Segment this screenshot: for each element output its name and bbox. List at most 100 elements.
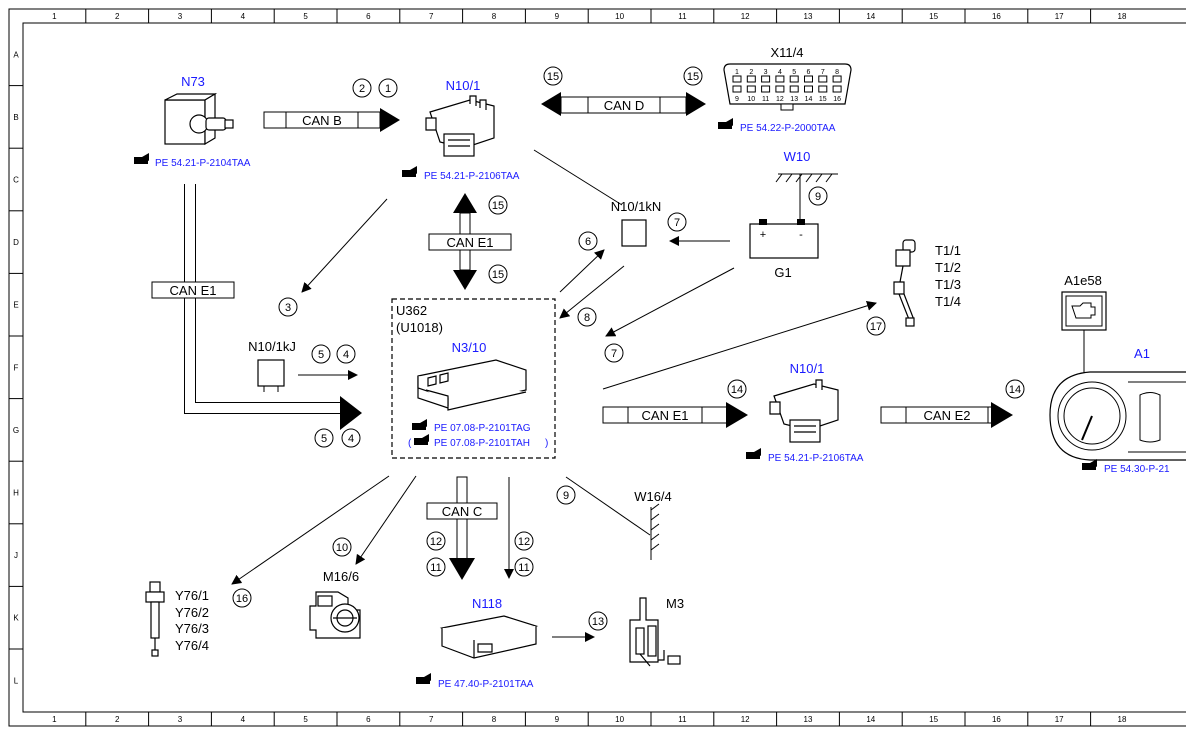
connector-pin-number: 1 — [735, 69, 739, 76]
ruler-column-label: 9 — [555, 12, 560, 21]
svg-text:11: 11 — [518, 562, 529, 574]
ruler-column-label: 18 — [1118, 715, 1127, 724]
connector-pin — [804, 75, 813, 83]
svg-text:10: 10 — [336, 542, 348, 554]
n118-label: N118 — [472, 596, 502, 611]
n10-1kn-relay: N10/1kN — [611, 199, 662, 247]
svg-text:Y76/1: Y76/1 — [175, 588, 209, 603]
w10-ground: W10 — [775, 149, 838, 222]
marker: 16 — [232, 588, 252, 608]
can-c-label: CAN C — [442, 504, 482, 519]
marker: 15 — [488, 264, 508, 284]
marker: 11 — [514, 557, 534, 577]
ruler-column-label: 2 — [115, 12, 120, 21]
control-unit-icon — [439, 615, 539, 659]
marker: 12 — [514, 531, 534, 551]
ecu-icon — [417, 359, 527, 411]
marker: 3 — [278, 297, 298, 317]
svg-text:5: 5 — [321, 433, 327, 445]
ruler-row-label: L — [14, 676, 19, 685]
n10-1kj-label: N10/1kJ — [248, 339, 296, 354]
svg-text:14: 14 — [731, 384, 743, 396]
drawing-frame — [8, 8, 1186, 727]
ruler-column-label: 13 — [804, 715, 813, 724]
ruler-column-label: 16 — [992, 715, 1001, 724]
ruler-column-label: 4 — [241, 715, 246, 724]
ruler-column-label: 2 — [115, 715, 120, 724]
n10-1-top-reference: PE 54.21-P-2106TAA — [424, 171, 520, 182]
ruler-row-label: F — [14, 363, 19, 372]
ruler-column-label: 12 — [741, 715, 750, 724]
ref-book-icon — [414, 434, 429, 445]
sam-module-icon — [425, 95, 495, 157]
marker: 9 — [808, 186, 828, 206]
ruler-column-label: 3 — [178, 12, 183, 21]
ruler-column-label: 10 — [615, 715, 624, 724]
connector-pin — [732, 85, 742, 93]
connector-pin — [732, 75, 742, 83]
w10-label: W10 — [784, 149, 811, 164]
connector-pin-number: 5 — [792, 69, 796, 76]
ruler-column-label: 8 — [492, 715, 497, 724]
can-e1-vertical-link: CAN E1 — [428, 193, 512, 290]
ruler-column-label: 1 — [52, 12, 57, 21]
svg-text:T1/4: T1/4 — [935, 294, 961, 309]
ruler-column-label: 5 — [303, 12, 308, 21]
ruler-column-label: 1 — [52, 715, 57, 724]
ruler-row-label: J — [14, 551, 18, 560]
ruler-column-label: 11 — [678, 715, 687, 724]
ruler-column-label: 12 — [741, 12, 750, 21]
connector-pin-number: 12 — [776, 96, 784, 103]
svg-text:15: 15 — [492, 269, 504, 281]
ruler-column-label: 3 — [178, 715, 183, 724]
n3-10-engine-control-unit: U362 (U1018) N3/10 PE 07.08-P-2101TAG ( … — [391, 298, 556, 459]
connector-pin-number: 15 — [819, 96, 827, 103]
svg-text:5: 5 — [318, 349, 324, 361]
connector-pin-number: 10 — [747, 96, 755, 103]
injector-icon — [145, 581, 165, 657]
ruler-column-label: 18 — [1118, 12, 1127, 21]
ruler-column-label: 7 — [429, 715, 434, 724]
n3-10-label: N3/10 — [452, 340, 487, 355]
ref-book-icon — [1082, 459, 1097, 470]
engine-check-icon — [1071, 302, 1096, 319]
g1-label: G1 — [774, 265, 791, 280]
marker: 4 — [336, 344, 356, 364]
connector-pin — [804, 85, 813, 93]
can-e1-right-label: CAN E1 — [642, 408, 689, 423]
connector-pin — [789, 85, 799, 93]
n3-10-reference-b: PE 07.08-P-2101TAH — [434, 438, 530, 449]
connector-pin — [832, 85, 842, 93]
svg-text:4: 4 — [348, 433, 354, 445]
connector-pin — [818, 75, 828, 83]
ruler-row-label: G — [13, 426, 19, 435]
n10-1kn-label: N10/1kN — [611, 199, 662, 214]
connector-pin-number: 8 — [835, 69, 839, 76]
marker: 5 — [311, 344, 331, 364]
svg-text:15: 15 — [547, 71, 559, 83]
marker: 9 — [556, 485, 576, 505]
svg-text:11: 11 — [430, 562, 441, 574]
ruler-column-label: 6 — [366, 715, 371, 724]
can-d-link: CAN D — [541, 92, 706, 116]
connector-pin-number: 2 — [749, 69, 753, 76]
ref-book-icon — [412, 419, 427, 430]
ref-book-icon — [746, 448, 761, 459]
connector-pin — [746, 85, 756, 93]
t1-ignition-coils: T1/1 T1/2 T1/3 T1/4 — [893, 239, 961, 327]
connector-pin-number: 9 — [735, 96, 739, 103]
svg-text:15: 15 — [492, 200, 504, 212]
svg-text:8: 8 — [584, 312, 590, 324]
throttle-body-icon — [309, 591, 361, 639]
n73-reference: PE 54.21-P-2104TAA — [155, 158, 251, 169]
marker: 13 — [588, 611, 608, 631]
ref-book-icon — [416, 673, 431, 684]
can-b-label: CAN B — [302, 113, 342, 128]
marker: 8 — [577, 307, 597, 327]
connector-pin-number: 14 — [805, 96, 813, 103]
obd-connector-icon — [723, 63, 852, 105]
